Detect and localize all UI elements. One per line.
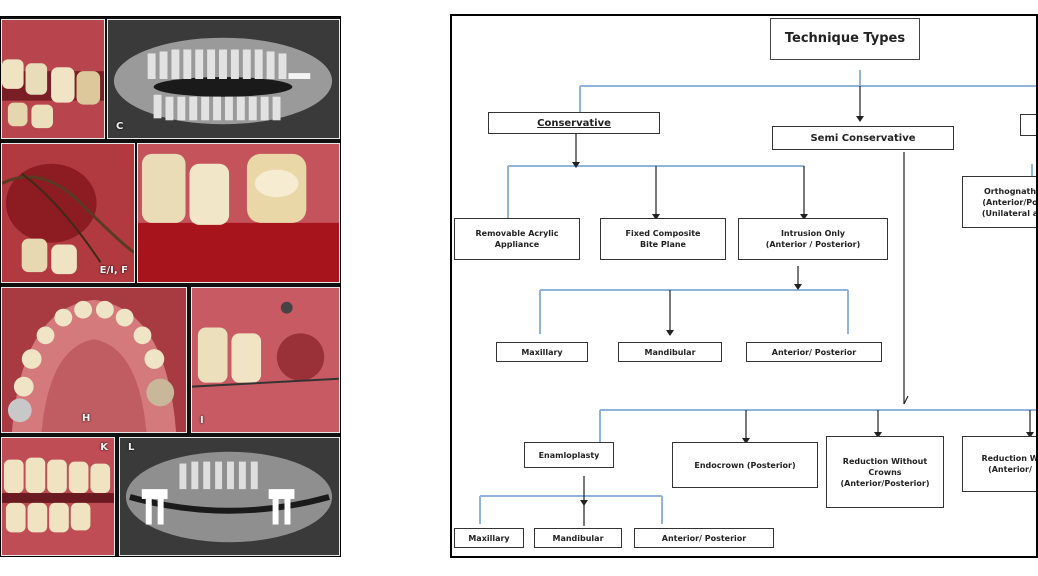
- technique-types-box: Technique Types: [770, 18, 920, 60]
- technique-types-flowchart: Technique Types Conservative Semi Conser…: [450, 14, 1038, 558]
- semi-conservative-box: Semi Conservative: [772, 126, 954, 150]
- intrusion-mandibular-box: Mandibular: [618, 342, 722, 362]
- occlusal-photo-h: H: [1, 287, 187, 433]
- intrusion-only-box: Intrusion Only (Anterior / Posterior): [738, 218, 888, 260]
- photo-label-i: I: [200, 415, 204, 426]
- enamloplasty-mandibular-box: Mandibular: [534, 528, 622, 548]
- conservative-label: Conservative: [537, 117, 611, 129]
- clinical-photo-collage: C E/I, F: [0, 16, 341, 557]
- photo-label-k: K: [100, 442, 108, 453]
- enamloplasty-maxillary-box: Maxillary: [454, 528, 524, 548]
- intraoral-photo-b: [1, 19, 105, 139]
- intrusion-anterior-posterior-box: Anterior/ Posterior: [746, 342, 882, 362]
- panoramic-xray-l: L: [119, 437, 340, 556]
- orthognathic-box: Orthognath (Anterior/Po (Unilateral a: [962, 176, 1036, 228]
- endocrown-box: Endocrown (Posterior): [672, 442, 818, 488]
- third-category-box: [1020, 114, 1036, 136]
- enamloplasty-box: Enamloplasty: [524, 442, 614, 468]
- surgical-photo-e: E/I, F: [1, 143, 135, 283]
- photo-label-ef: E/I, F: [99, 265, 128, 276]
- side-photo-i: I: [191, 287, 340, 433]
- intrusion-maxillary-box: Maxillary: [496, 342, 588, 362]
- reduction-with-crowns-box: Reduction W (Anterior/: [962, 436, 1036, 492]
- photo-label-l: L: [128, 442, 135, 453]
- surgical-photo-f: [137, 143, 340, 283]
- conservative-box: Conservative: [488, 112, 660, 134]
- fixed-composite-bite-plane-box: Fixed Composite Bite Plane: [600, 218, 726, 260]
- connector-lines: [479, 70, 1036, 526]
- removable-acrylic-appliance-box: Removable Acrylic Appliance: [454, 218, 580, 260]
- photo-label-c: C: [116, 121, 124, 132]
- panoramic-xray-c: C: [107, 19, 340, 139]
- enamloplasty-anterior-posterior-box: Anterior/ Posterior: [634, 528, 774, 548]
- final-photo-k: K: [1, 437, 115, 556]
- reduction-without-crowns-box: Reduction Without Crowns (Anterior/Poste…: [826, 436, 944, 508]
- photo-label-h: H: [82, 413, 91, 424]
